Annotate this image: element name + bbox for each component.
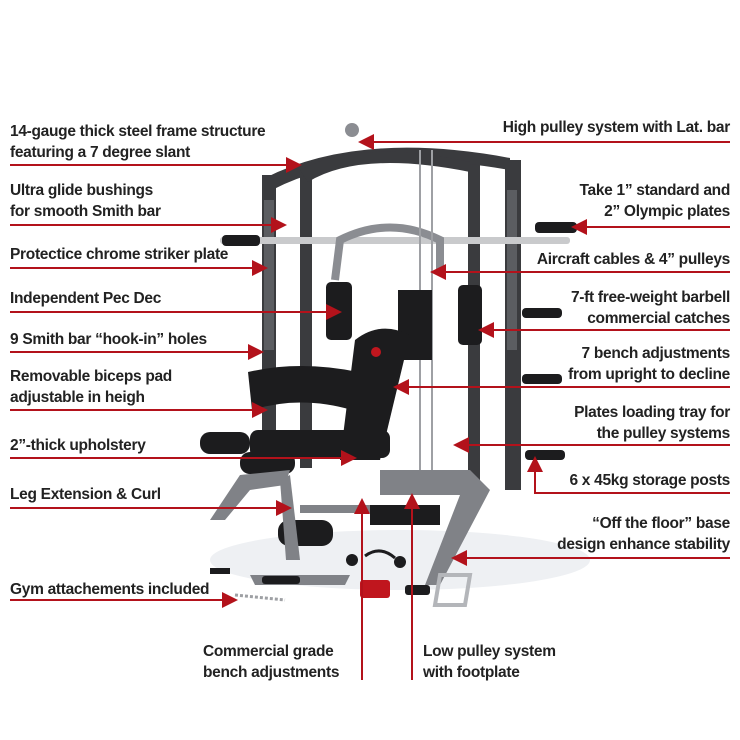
label-barbell-catches: 7-ft free-weight barbell commercial catch…	[571, 287, 730, 329]
label-line: Aircraft cables & 4” pulleys	[536, 251, 730, 268]
label-steel-frame: 14-gauge thick steel frame structure feat…	[10, 121, 266, 163]
label-plates: Take 1” standard and 2” Olympic plates	[579, 180, 731, 222]
high-pulley	[345, 123, 359, 137]
label-line: “Off the floor” base	[592, 515, 730, 532]
label-line: Independent Pec Dec	[10, 290, 162, 307]
leg-roller	[200, 432, 250, 454]
label-line: Commercial grade	[203, 643, 334, 660]
label-line: High pulley system with Lat. bar	[502, 119, 731, 136]
label-high-pulley: High pulley system with Lat. bar	[502, 117, 731, 138]
label-leg-extension: Leg Extension & Curl	[10, 484, 161, 505]
label-line: 2” Olympic plates	[604, 203, 730, 220]
label-line: Take 1” standard and	[579, 182, 731, 199]
label-loading-tray: Plates loading tray for the pulley system…	[574, 402, 730, 444]
label-line: adjustable in heigh	[10, 389, 145, 406]
label-line: 7-ft free-weight barbell	[570, 289, 730, 306]
label-line: 2”-thick upholstery	[10, 437, 146, 454]
label-line: 9 Smith bar “hook-in” holes	[10, 331, 207, 348]
brand-logo	[371, 347, 381, 357]
gym-attachments	[210, 568, 230, 574]
biceps-pad	[248, 366, 358, 410]
label-bench-adjustments: Commercial grade bench adjustments	[203, 641, 339, 683]
label-line: featuring a 7 degree slant	[10, 144, 190, 161]
label-line: Protectice chrome striker plate	[10, 246, 229, 263]
label-hook-in-holes: 9 Smith bar “hook-in” holes	[10, 329, 207, 350]
label-line: the pulley systems	[596, 425, 731, 442]
label-line: Leg Extension & Curl	[10, 486, 161, 503]
label-attachments: Gym attachements included	[10, 579, 210, 600]
bench-backrest	[340, 328, 410, 460]
pec-dec-arms	[331, 223, 444, 281]
label-biceps-pad: Removable biceps pad adjustable in heigh	[10, 366, 172, 408]
label-storage-posts: 6 x 45kg storage posts	[569, 470, 730, 491]
label-pec-dec: Independent Pec Dec	[10, 288, 161, 309]
label-line: from upright to decline	[568, 366, 730, 383]
storage-post	[525, 450, 565, 460]
label-line: Gym attachements included	[10, 581, 210, 598]
label-upholstery: 2”-thick upholstery	[10, 435, 146, 456]
label-line: design enhance stability	[557, 536, 730, 553]
label-line: commercial catches	[587, 310, 730, 327]
label-low-pulley: Low pulley system with footplate	[423, 641, 556, 683]
hook-in-holes	[264, 200, 274, 350]
smith-bar	[220, 237, 570, 244]
label-line: 7 bench adjustments	[581, 345, 731, 362]
plate-post	[535, 222, 577, 233]
label-line: Plates loading tray for	[574, 404, 730, 421]
label-line: 6 x 45kg storage posts	[569, 472, 730, 489]
label-line: 14-gauge thick steel frame structure	[10, 123, 266, 140]
label-line: Ultra glide bushings	[10, 182, 153, 199]
label-bench-positions: 7 bench adjustments from upright to decli…	[568, 343, 730, 385]
label-line: Low pulley system	[423, 643, 556, 660]
label-base-design: “Off the floor” base design enhance stabi…	[557, 513, 730, 555]
callout-arrows	[10, 134, 730, 680]
label-bushings: Ultra glide bushings for smooth Smith bar	[10, 180, 161, 222]
label-line: for smooth Smith bar	[10, 203, 161, 220]
label-cables: Aircraft cables & 4” pulleys	[537, 249, 730, 270]
label-line: Removable biceps pad	[10, 368, 172, 385]
label-line: bench adjustments	[203, 664, 340, 681]
label-line: with footplate	[423, 664, 520, 681]
label-striker-plate: Protectice chrome striker plate	[10, 244, 228, 265]
